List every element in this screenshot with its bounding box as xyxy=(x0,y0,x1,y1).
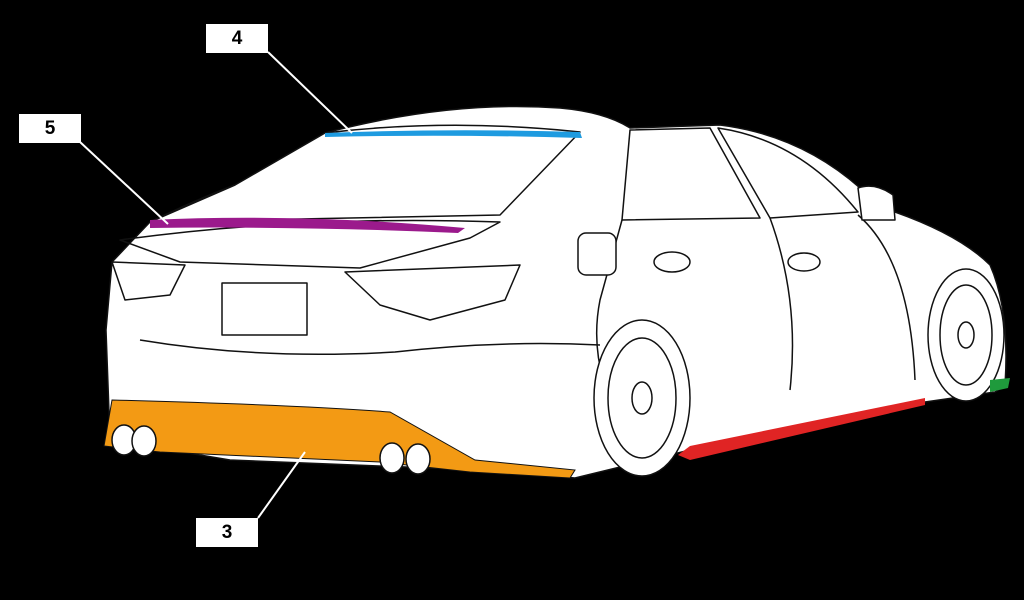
front-hub xyxy=(957,321,975,349)
part-trunk-spoiler xyxy=(150,217,465,233)
callout-5: 5 xyxy=(19,114,81,143)
part-side-skirt xyxy=(678,398,925,460)
part-front-lip xyxy=(990,378,1010,392)
part-rear-diffuser xyxy=(103,399,576,479)
leader-lines xyxy=(79,51,353,519)
side-window-rear xyxy=(621,127,761,221)
taillight-left xyxy=(111,261,186,301)
door-handle-front xyxy=(787,252,821,272)
callout-3: 3 xyxy=(196,518,258,547)
taillight-right xyxy=(344,264,521,321)
door-handle-rear xyxy=(653,251,691,273)
mirror xyxy=(857,185,896,221)
side-window-front xyxy=(717,127,859,219)
part-roof-spoiler xyxy=(325,130,582,138)
front-door-line xyxy=(857,214,916,381)
door-line xyxy=(769,217,794,391)
exhaust-tips xyxy=(111,424,431,475)
rear-hub xyxy=(631,381,653,415)
fuel-door xyxy=(577,232,617,276)
rear-window xyxy=(149,124,581,223)
bumper-line xyxy=(139,339,601,356)
license-plate xyxy=(221,282,308,336)
callout-4: 4 xyxy=(206,24,268,53)
